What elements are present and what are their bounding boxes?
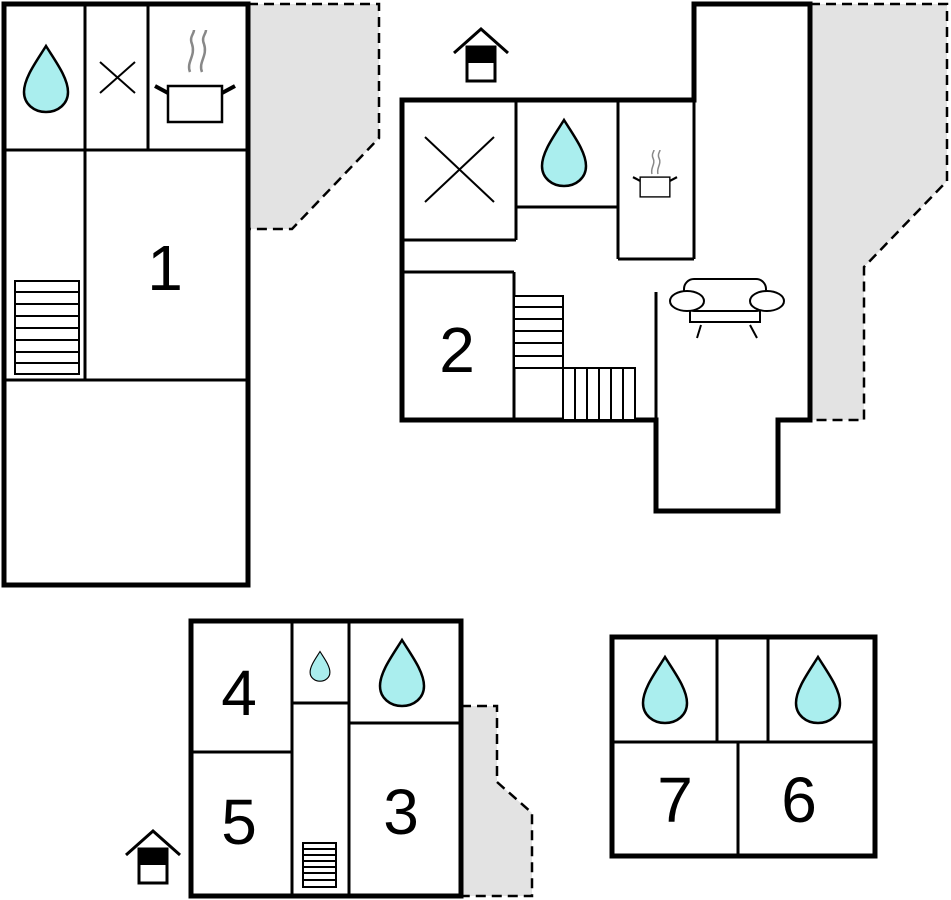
building-2-outline [399,1,813,514]
entrance-house-icon [124,829,182,885]
stairs-icon [302,842,337,888]
building-2: 2 [399,1,813,514]
room-number: 3 [383,776,419,848]
room-number: 5 [221,786,257,858]
room-number: 2 [439,314,475,386]
cooking-pot-icon [631,149,679,198]
cooking-pot-icon [153,29,237,124]
cross-icon [424,136,495,203]
cross-icon [99,61,136,94]
terrace-building-2 [808,2,949,422]
water-drop-icon [641,655,689,725]
building-4-outline [609,634,878,859]
building-3-outline [188,618,464,899]
building-3: 4 5 3 [188,618,464,899]
room-number: 6 [781,764,817,836]
building-4: 7 6 [609,634,878,859]
entrance-house-icon [452,27,510,83]
building-1: 1 [1,1,251,588]
stairs-icon [513,295,636,421]
water-drop-icon [540,118,588,188]
water-drop-icon [22,44,70,114]
room-number: 4 [221,657,257,729]
water-drop-icon [378,638,426,708]
water-drop-icon [309,650,331,682]
building-1-outline [1,1,251,588]
terrace-building-1 [246,2,381,231]
room-number: 1 [147,232,183,304]
sofa-icon [669,278,785,339]
stairs-icon [14,280,80,375]
water-drop-icon [794,655,842,725]
terrace-building-3 [459,704,534,898]
room-number: 7 [657,764,693,836]
